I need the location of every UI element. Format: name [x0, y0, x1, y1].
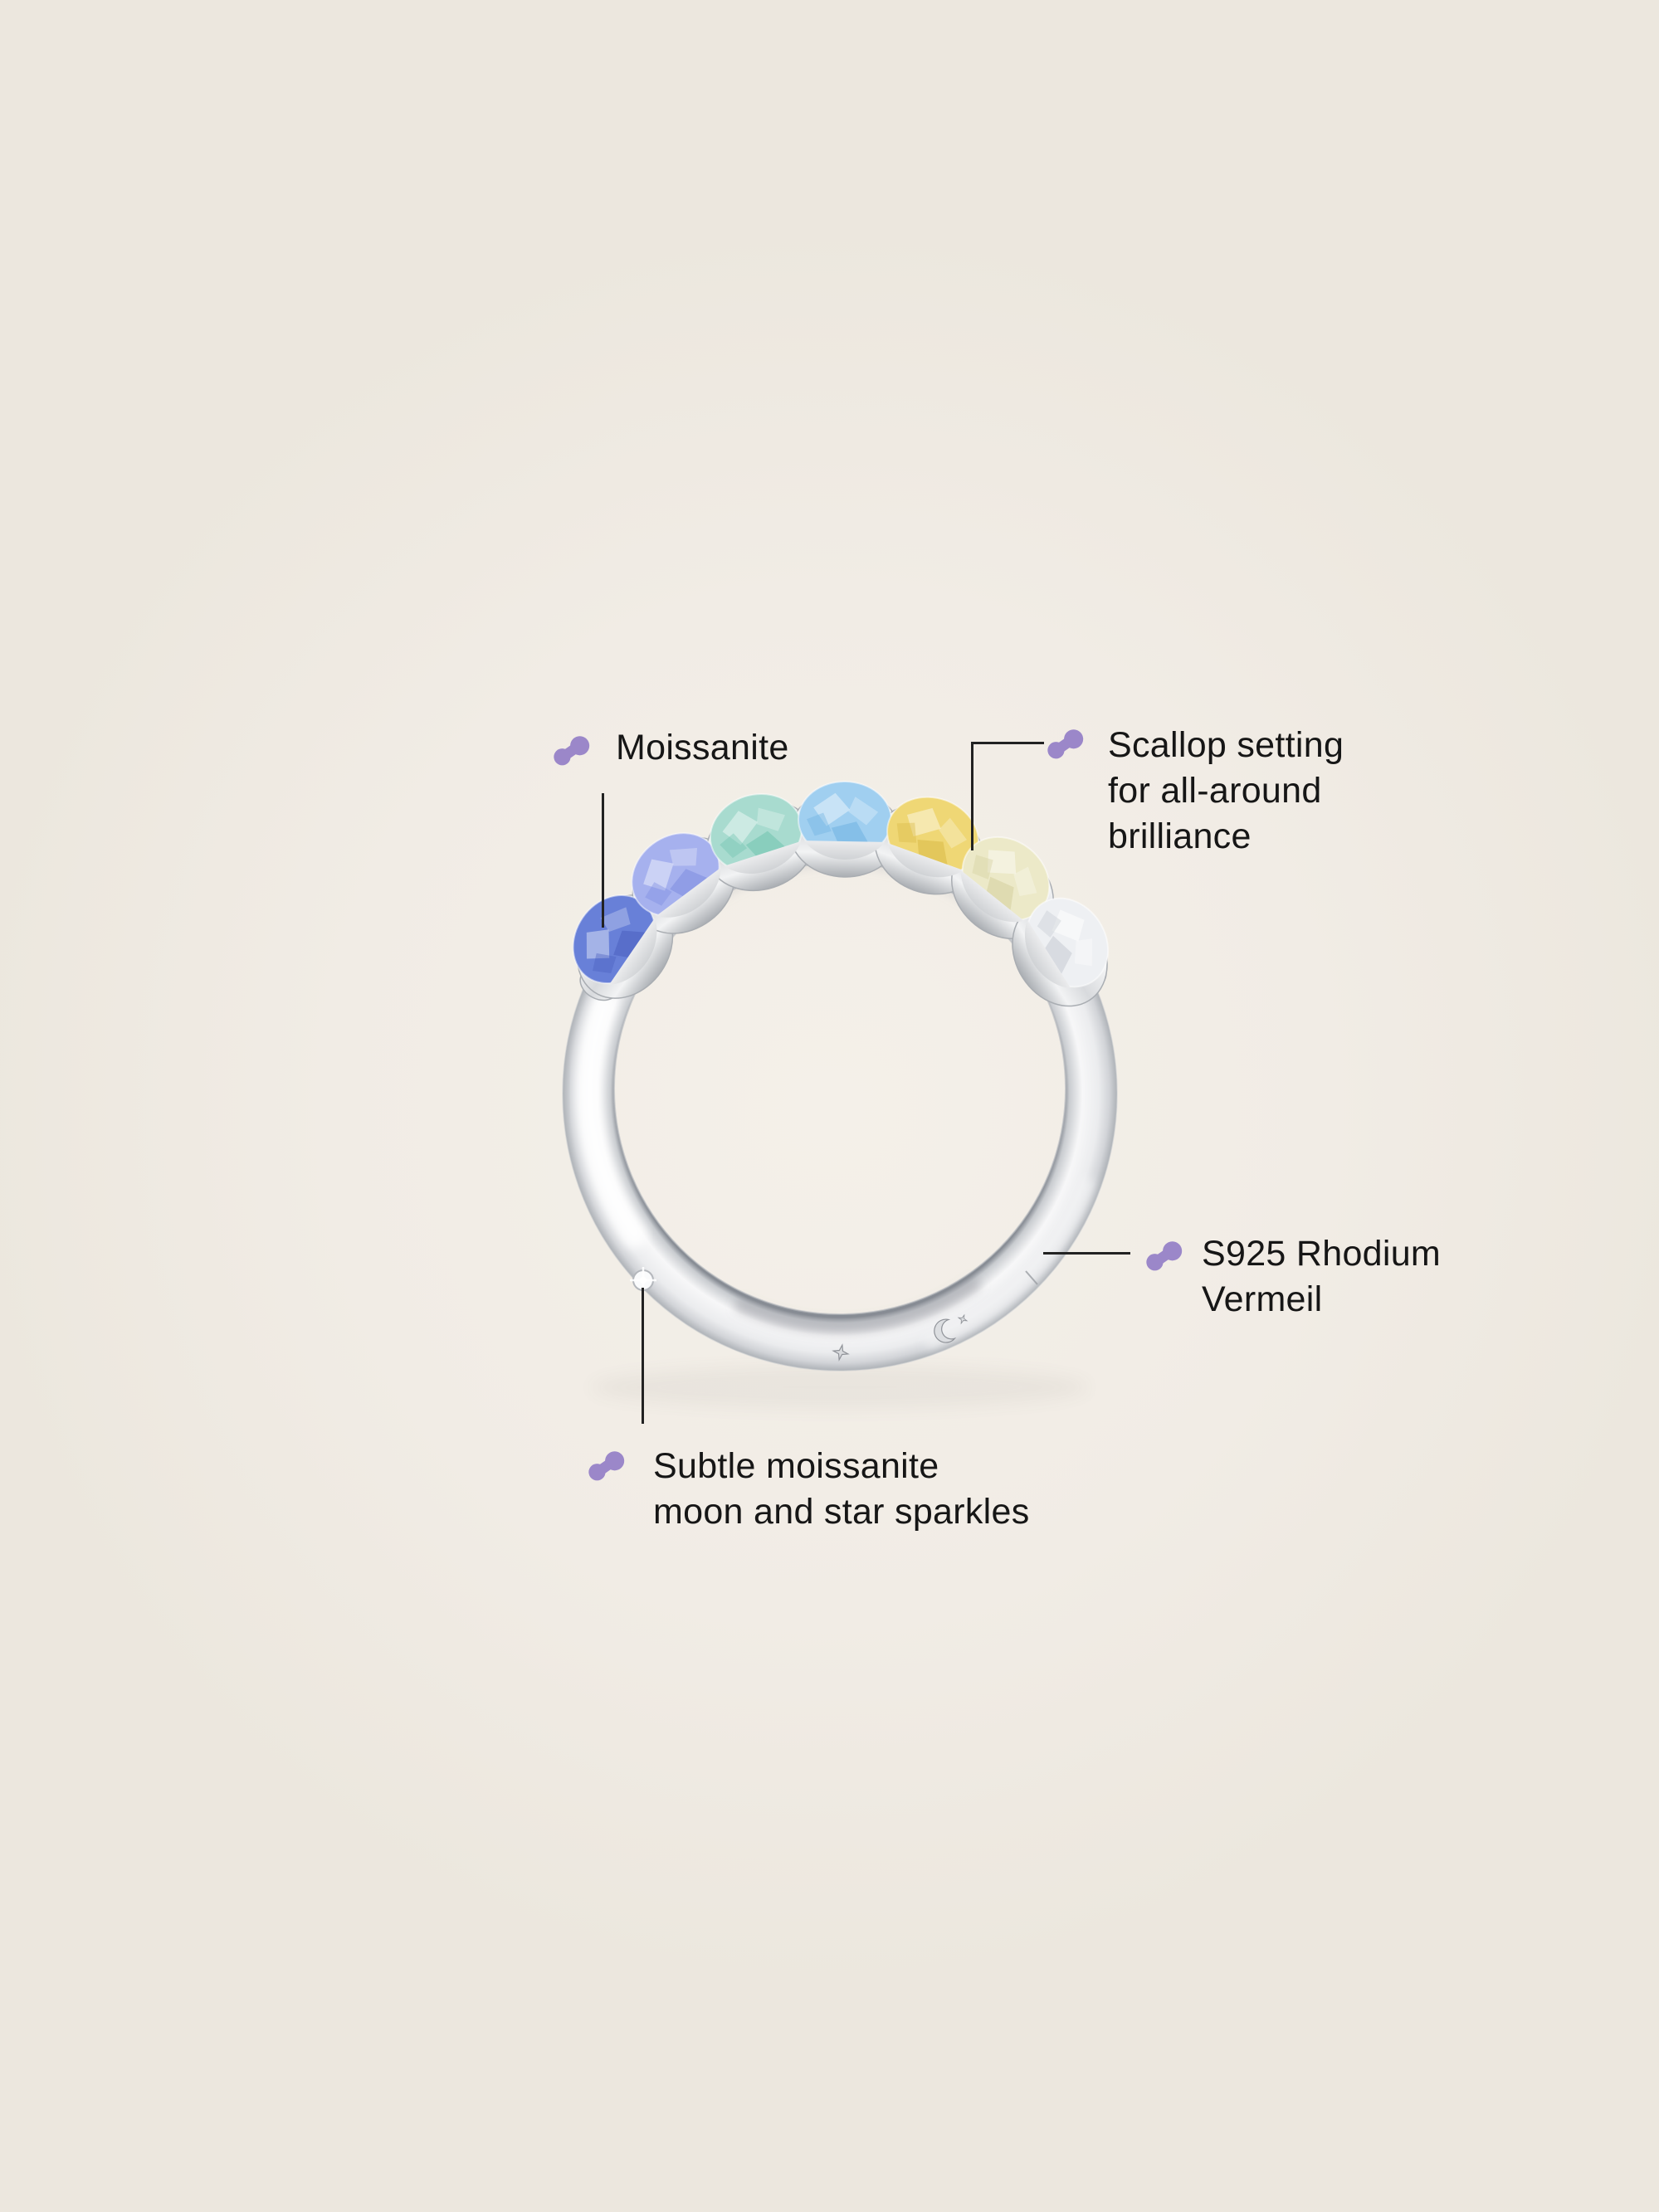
stone-sky-blue: [797, 780, 893, 860]
band-highlight-right: [925, 1178, 1095, 1349]
callout-line: S925 Rhodium: [1202, 1234, 1442, 1274]
stone-yellow: [886, 796, 980, 878]
callout-material: S925 Rhodium Vermeil: [1143, 1231, 1441, 1323]
callout-moissanite: Moissanite: [550, 725, 789, 771]
squiggle-bullet-icon: [1146, 1241, 1183, 1271]
leader-line-sparkles: [642, 1288, 644, 1424]
squiggle-bullet-icon: [588, 1451, 625, 1481]
stone-white: [1024, 897, 1110, 989]
band-highlight-left: [575, 992, 647, 1248]
callout-scallop-text: Scallop setting for all-around brillianc…: [1108, 723, 1344, 860]
callout-scallop-setting: Scallop setting for all-around brillianc…: [1044, 723, 1344, 860]
leader-line-material: [1043, 1252, 1130, 1255]
stone-periwinkle: [631, 832, 721, 918]
callout-sparkles-text: Subtle moissanite moon and star sparkles: [653, 1444, 1030, 1535]
ring-shadow: [591, 1366, 1089, 1409]
callout-line: Scallop setting: [1108, 725, 1344, 765]
stone-blue: [572, 894, 657, 986]
callout-line: brilliance: [1108, 816, 1252, 856]
small-star-engraving: [957, 1313, 969, 1325]
callout-moissanite-text: Moissanite: [616, 725, 789, 771]
stone-mint: [708, 792, 804, 875]
tick-engraving: [1025, 1270, 1038, 1285]
moon-engraving: [934, 1318, 957, 1343]
callout-line: Moissanite: [616, 728, 789, 767]
leader-line-scallop-horizontal: [971, 742, 1044, 744]
callout-line: Subtle moissanite: [653, 1446, 939, 1486]
callout-line: Vermeil: [1202, 1279, 1323, 1319]
callout-material-text: S925 Rhodium Vermeil: [1202, 1231, 1441, 1323]
squiggle-bullet-icon: [554, 736, 590, 766]
callout-sparkles: Subtle moissanite moon and star sparkles: [585, 1444, 1030, 1535]
squiggle-bullet-icon: [1047, 729, 1084, 759]
stone-champagne: [960, 836, 1051, 923]
leader-line-scallop-vertical: [971, 742, 973, 850]
accent-stone: [630, 1267, 656, 1294]
band-shadow-bottom: [734, 1279, 981, 1335]
callout-line: for all-around: [1108, 771, 1322, 811]
callout-line: moon and star sparkles: [653, 1492, 1030, 1532]
leader-line-moissanite: [602, 793, 604, 928]
star-engraving: [832, 1343, 850, 1362]
